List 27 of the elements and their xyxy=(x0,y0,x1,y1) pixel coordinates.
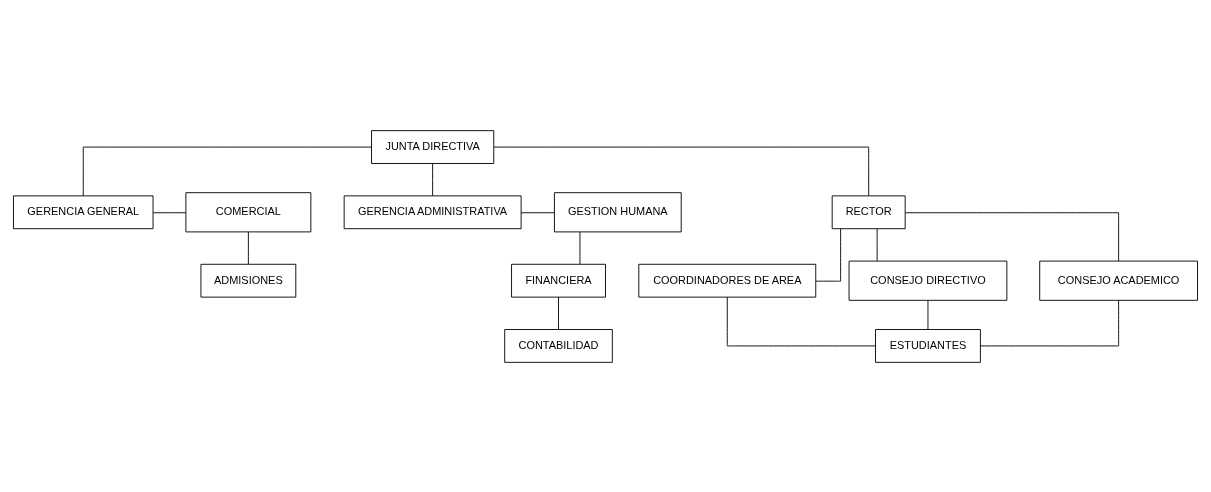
node-box: CONSEJO ACADEMICO xyxy=(1039,260,1198,301)
node-box: GERENCIA GENERAL xyxy=(13,194,154,229)
connector xyxy=(82,146,372,196)
connector xyxy=(558,296,559,330)
node-box: GESTION HUMANA xyxy=(553,191,682,232)
connector xyxy=(247,231,249,264)
connector xyxy=(726,296,876,346)
node-box: ADMISIONES xyxy=(200,263,297,298)
connector xyxy=(579,231,581,264)
connector xyxy=(152,211,187,213)
connector xyxy=(493,146,870,196)
node-box: CONTABILIDAD xyxy=(504,328,613,363)
node-box: FINANCIERA xyxy=(511,263,606,298)
node-box: GERENCIA ADMINISTRATIVA xyxy=(343,194,522,229)
node-box: RECTOR xyxy=(831,194,906,229)
connector xyxy=(815,228,842,282)
node-box: COORDINADORES DE AREA xyxy=(638,263,817,298)
connector xyxy=(980,299,1120,346)
connector xyxy=(876,227,878,261)
connector xyxy=(927,299,929,330)
node-box: ESTUDIANTES xyxy=(875,328,981,363)
connector xyxy=(904,211,1120,261)
node-box: CONSEJO DIRECTIVO xyxy=(848,260,1008,301)
node-box: COMERCIAL xyxy=(185,191,312,232)
connector xyxy=(432,162,434,196)
connector xyxy=(520,211,555,213)
node-box: JUNTA DIRECTIVA xyxy=(371,129,495,164)
